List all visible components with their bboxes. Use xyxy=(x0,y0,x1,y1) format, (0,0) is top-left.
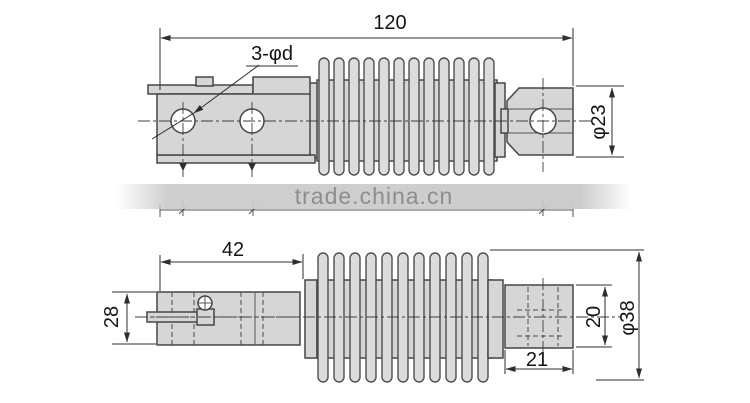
watermark-band: trade.china.cn xyxy=(116,184,632,209)
left-block-flange xyxy=(156,154,316,164)
top-view xyxy=(138,57,592,180)
bottom-view xyxy=(135,252,622,383)
bottom-view-dimensions xyxy=(112,249,644,381)
dim-label-end-diameter: φ23 xyxy=(588,104,610,140)
dim-label-block-width: 28 xyxy=(101,305,123,329)
dim-label-bellows-diameter: φ38 xyxy=(617,300,639,336)
watermark-text: trade.china.cn xyxy=(294,183,454,209)
dim-label-block-length: 42 xyxy=(221,239,245,261)
raised-section xyxy=(252,76,311,96)
dim-label-overall-length: 120 xyxy=(373,12,407,34)
dim-label-mount-holes: 3-φd xyxy=(251,43,293,65)
plate-tab xyxy=(195,76,214,87)
dim-label-end-block-length: 21 xyxy=(525,349,549,371)
dim-label-end-block-height: 20 xyxy=(583,305,605,329)
end-block-plan xyxy=(504,284,574,349)
